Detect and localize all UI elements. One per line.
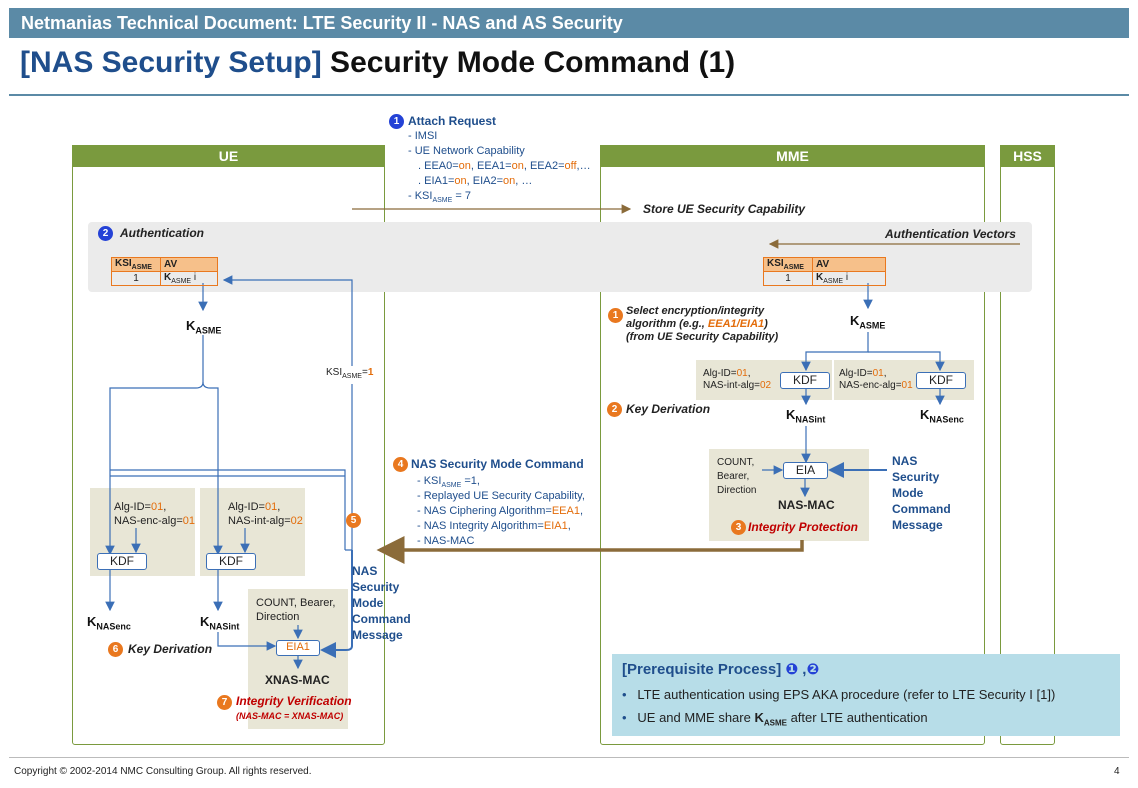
select-algorithm-text: Select encryption/integrity algorithm (e… bbox=[626, 305, 779, 343]
ue-kdf-int: KDF bbox=[206, 553, 256, 570]
xnas-mac-label: XNAS-MAC bbox=[265, 673, 330, 687]
mme-step-1-badge: 1 bbox=[608, 308, 623, 323]
attach-eea-line: . EEA0=on, EEA1=on, EEA2=off,… bbox=[418, 160, 591, 172]
prerequisite-bullet-1: • LTE authentication using EPS AKA proce… bbox=[622, 687, 1056, 702]
ue-kdf-int-params: Alg-ID=01, NAS-int-alg=02 bbox=[228, 501, 303, 527]
attach-request-title: Attach Request bbox=[408, 114, 497, 128]
integrity-verification-sub: (NAS-MAC = XNAS-MAC) bbox=[236, 711, 344, 721]
mme-kdf-enc: KDF bbox=[916, 372, 966, 389]
mme-knasenc: KNASenc bbox=[920, 407, 964, 425]
ue-knasenc: KNASenc bbox=[87, 614, 131, 632]
ue-eia1: EIA1 bbox=[276, 640, 320, 656]
smc-ciphering: - NAS Ciphering Algorithm=EEA1, bbox=[417, 505, 584, 517]
mme-kdf-int-params: Alg-ID=01, NAS-int-alg=02 bbox=[703, 368, 772, 391]
ue-knasint: KNASint bbox=[200, 614, 240, 632]
hss-column-header: HSS bbox=[1000, 145, 1055, 167]
ue-av-header: AV bbox=[160, 257, 218, 272]
step-7-badge: 7 bbox=[217, 695, 232, 710]
prerequisite-bullet-2: • UE and MME share KASME after LTE authe… bbox=[622, 710, 928, 728]
footer-divider bbox=[9, 757, 1129, 758]
ksi-asme-label: KSIASME=1 bbox=[326, 366, 374, 384]
nas-smc-arrow bbox=[376, 536, 804, 564]
mme-av-ksi-value: 1 bbox=[763, 271, 813, 286]
attach-ksi: - KSIASME = 7 bbox=[408, 190, 471, 205]
ue-kasme: KASME bbox=[186, 318, 222, 336]
integrity-protection-label: Integrity Protection bbox=[748, 520, 859, 534]
document-header: Netmanias Technical Document: LTE Securi… bbox=[9, 8, 1129, 38]
mme-av-value: KASME i bbox=[812, 271, 886, 286]
smc-ksi: - KSIASME =1, bbox=[417, 475, 480, 490]
page-number: 4 bbox=[1114, 766, 1120, 777]
store-ue-capability: Store UE Security Capability bbox=[643, 202, 806, 216]
nas-mac-label: NAS-MAC bbox=[778, 498, 835, 512]
page-title: [NAS Security Setup] Security Mode Comma… bbox=[20, 46, 735, 80]
mme-knasint: KNASint bbox=[786, 407, 826, 425]
ue-eia1-inputs: COUNT, Bearer,Direction bbox=[256, 597, 336, 623]
authentication-label: Authentication bbox=[120, 226, 204, 240]
step-6-badge: 6 bbox=[108, 642, 123, 657]
mme-kasme: KASME bbox=[850, 313, 886, 331]
title-divider bbox=[9, 94, 1129, 96]
ue-av-value: KASME i bbox=[160, 271, 218, 286]
attach-imsi: - IMSI bbox=[408, 130, 438, 142]
title-rest: Security Mode Command (1) bbox=[321, 46, 736, 79]
mme-av-ksi-header: KSIASME bbox=[763, 257, 813, 272]
step-5-badge: 5 bbox=[346, 513, 361, 528]
mme-key-derivation-label: Key Derivation bbox=[626, 402, 711, 416]
authentication-vectors-label: Authentication Vectors bbox=[885, 227, 1016, 241]
ue-column-header: UE bbox=[72, 145, 385, 167]
mme-column-header: MME bbox=[600, 145, 985, 167]
ue-kdf-enc-params: Alg-ID=01, NAS-enc-alg=01 bbox=[114, 501, 196, 527]
mme-eia: EIA bbox=[783, 462, 828, 479]
smc-replayed: - Replayed UE Security Capability, bbox=[417, 490, 585, 502]
smc-nas-mac: - NAS-MAC bbox=[417, 535, 475, 547]
ue-key-derivation-label: Key Derivation bbox=[128, 642, 213, 656]
step-2-badge: 2 bbox=[98, 226, 113, 241]
prerequisite-title: [Prerequisite Process] ❶ ,❷ bbox=[622, 661, 820, 678]
ue-av-ksi-header: KSIASME bbox=[111, 257, 161, 272]
mme-step-2-badge: 2 bbox=[607, 402, 622, 417]
copyright: Copyright © 2002-2014 NMC Consulting Gro… bbox=[14, 766, 312, 777]
attach-eia-line: . EIA1=on, EIA2=on, … bbox=[418, 175, 533, 187]
step-1-badge: 1 bbox=[389, 114, 404, 129]
step-4-badge: 4 bbox=[393, 457, 408, 472]
ue-av-ksi-value: 1 bbox=[111, 271, 161, 286]
title-bracket: [NAS Security Setup] bbox=[20, 46, 322, 79]
nas-smc-title: NAS Security Mode Command bbox=[411, 457, 584, 471]
mme-av-header: AV bbox=[812, 257, 886, 272]
step-3-badge: 3 bbox=[731, 520, 746, 535]
smc-integrity: - NAS Integrity Algorithm=EIA1, bbox=[417, 520, 571, 532]
prerequisite-box bbox=[612, 654, 1120, 736]
mme-kdf-int: KDF bbox=[780, 372, 830, 389]
integrity-verification-label: Integrity Verification bbox=[236, 694, 352, 708]
attach-ue-capability: - UE Network Capability bbox=[408, 145, 525, 157]
mme-kdf-enc-params: Alg-ID=01, NAS-enc-alg=01 bbox=[839, 368, 913, 391]
mme-eia-inputs: COUNT,Bearer,Direction bbox=[717, 457, 757, 496]
ue-kdf-enc: KDF bbox=[97, 553, 147, 570]
